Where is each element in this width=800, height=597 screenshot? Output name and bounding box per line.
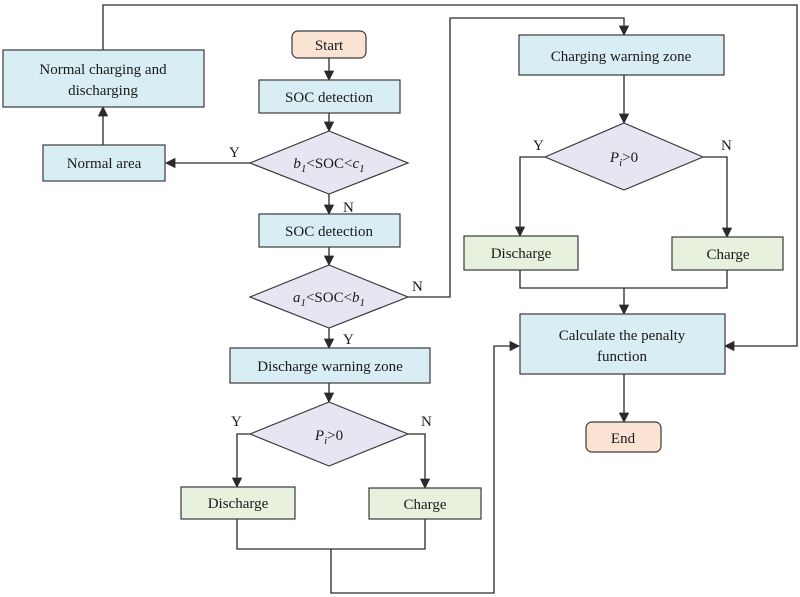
edge-d2-no-to-charging-warning	[408, 17, 630, 298]
decision-1-label: b1<SOC<c1	[293, 156, 364, 175]
charge-left-label: Charge	[403, 497, 446, 513]
d1-no-label: N	[343, 200, 354, 216]
decision-low-range: a1<SOC<b1	[248, 264, 410, 329]
end-node: End	[585, 421, 662, 453]
edge-d4-yes-to-discharge	[514, 156, 545, 238]
penalty-label-line2: function	[597, 349, 647, 365]
penalty-label-line1: Calculate the penalty	[559, 328, 686, 344]
penalty-function-box: Calculate the penalty function	[519, 313, 726, 375]
normal-charging-label-line1: Normal charging and	[39, 62, 167, 78]
d4-no-label: N	[721, 138, 732, 154]
normal-charging-box: Normal charging and discharging	[2, 49, 205, 108]
charge-left-box: Charge	[368, 487, 482, 520]
charge-right-box: Charge	[671, 236, 784, 271]
d2-yes-label: Y	[343, 332, 354, 348]
soc-detection-box-2: SOC detection	[258, 213, 401, 248]
normal-area-box: Normal area	[42, 144, 166, 182]
d3-yes-label: Y	[231, 414, 242, 430]
discharge-right-label: Discharge	[491, 246, 552, 262]
edge-left-merge-to-penalty	[330, 340, 521, 594]
start-node: Start	[291, 30, 367, 59]
discharge-left-box: Discharge	[180, 486, 296, 520]
edge-normal-charging-to-penalty	[102, 4, 798, 352]
decision-power-left: Pi>0	[248, 401, 410, 467]
soc-detection-2-label: SOC detection	[285, 224, 373, 240]
soc-detection-box-1: SOC detection	[258, 79, 401, 114]
edge-d3-no-to-charge	[408, 433, 431, 490]
discharge-warning-zone-label: Discharge warning zone	[257, 359, 403, 375]
d4-yes-label: Y	[533, 138, 544, 154]
charging-warning-zone-box: Charging warning zone	[518, 34, 725, 76]
normal-area-label: Normal area	[67, 156, 142, 172]
soc-detection-1-label: SOC detection	[285, 90, 373, 106]
decision-2-label: a1<SOC<b1	[293, 290, 365, 309]
decision-3-label: Pi>0	[314, 428, 343, 447]
d3-no-label: N	[421, 414, 432, 430]
edge-left-merge	[236, 519, 426, 550]
edge-d4-no-to-charge	[703, 156, 733, 239]
discharge-warning-zone-box: Discharge warning zone	[229, 347, 431, 384]
normal-charging-label-line2: discharging	[68, 83, 138, 99]
end-label: End	[611, 431, 636, 447]
charging-warning-zone-label: Charging warning zone	[551, 49, 692, 65]
d2-no-label: N	[412, 279, 423, 295]
discharge-left-label: Discharge	[208, 496, 269, 512]
edge-right-merge	[519, 270, 728, 289]
d1-yes-label: Y	[229, 145, 240, 161]
decision-4-label: Pi>0	[609, 150, 638, 169]
charge-right-label: Charge	[706, 247, 749, 263]
decision-normal-range: b1<SOC<c1	[248, 130, 410, 195]
decision-power-right: Pi>0	[543, 122, 705, 191]
discharge-right-box: Discharge	[463, 235, 579, 271]
branch-labels: Y N N Y Y N Y N	[229, 138, 732, 430]
connectors	[97, 4, 798, 594]
edge-d3-yes-to-discharge	[231, 433, 250, 489]
start-label: Start	[315, 38, 344, 54]
